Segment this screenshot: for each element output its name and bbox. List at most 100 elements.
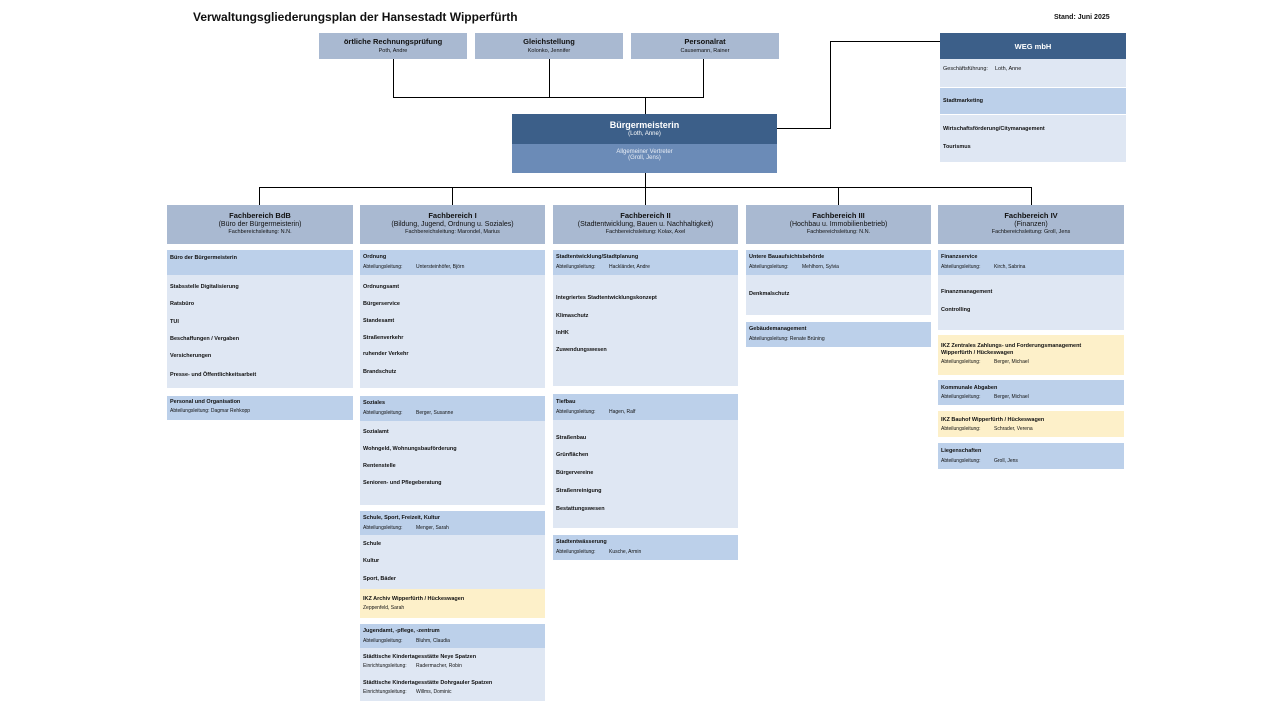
staff-person: Poth, Andre [378,48,408,54]
unit-title: Büro der Bürgermeisterin [170,255,237,261]
fb-bdb-header: Fachbereich BdB (Büro der Bürgermeisteri… [167,205,353,244]
unit-title: Soziales [363,400,386,406]
unit-tiefbau: Tiefbau Abteilungsleitung:Hagen, Ralf [553,394,738,420]
unit-title: Gebäudemanagement [749,326,807,332]
weg-stadtmarketing-label: Stadtmarketing [943,98,984,104]
unit-buero: Büro der Bürgermeisterin [167,250,353,275]
kita-lead: Einrichtungsleitung:Radermacher, Robin [363,663,462,669]
unit-lead: Abteilungsleitung: Dagmar Rehkopp [170,408,251,414]
list-item: Kultur [363,558,380,564]
fb-sub: (Hochbau u. Immobilienbetrieb) [789,221,888,228]
unit-lead: Abteilungsleitung:Berger, Susanne [363,410,454,416]
fb-lead: Fachbereichsleitung: N.N. [806,229,871,235]
unit-title: Jugendamt, -pflege, -zentrum [363,628,440,634]
fb-lead: Fachbereichsleitung: Kolax, Axel [605,229,686,235]
connector [393,59,394,98]
unit-lead: Abteilungsleitung:Hackländer, Andre [556,264,650,270]
list-item: Sozialamt [363,429,389,435]
unit-schule: Schule, Sport, Freizeit, Kultur Abteilun… [360,511,545,535]
list-item: ruhender Verkehr [363,351,409,357]
list-item: Finanzmanagement [941,289,993,295]
unit-lead: Abteilungsleitung:Bluhm, Claudia [363,638,450,644]
unit-abgaben: Kommunale Abgaben Abteilungsleitung:Berg… [938,380,1124,405]
weg-management: Geschäftsführung: Loth, Anne [940,59,1126,87]
deputy-box: Allgemeiner Vertreter (Groll, Jens) [512,144,777,173]
weg-units: Wirtschaftsförderung/Citymanagement Tour… [940,115,1126,162]
unit-soziales: Soziales Abteilungsleitung:Berger, Susan… [360,396,545,421]
unit-ikz-zahlung: IKZ Zentrales Zahlungs- und Forderungsma… [938,335,1124,375]
unit-title: Ordnung [363,254,387,260]
fb-sub: (Bildung, Jugend, Ordnung u. Soziales) [391,221,514,228]
list-item: Integriertes Stadtentwicklungskonzept [556,295,657,301]
connector [838,187,839,205]
unit-title: Stadtentwässerung [556,539,607,545]
staff-name: Personalrat [684,37,726,46]
unit-lead: Abteilungsleitung:Berger, Michael [941,394,1029,400]
unit-title: Liegenschaften [941,448,982,454]
connector [549,59,550,98]
list-item: Senioren- und Pflegeberatung [363,480,442,486]
staff-name: Gleichstellung [523,37,575,46]
unit-lead: Abteilungsleitung:Mehlhorn, Sylvia [749,264,839,270]
list-item: InHK [556,330,569,336]
staff-personalrat: Personalrat Causemann, Rainer [631,33,779,59]
unit-ordnung-items: Ordnungsamt Bürgerservice Standesamt Str… [360,275,545,388]
fb-lead: Fachbereichsleitung: Marondel, Marius [405,229,500,235]
unit-title-2: Wipperfürth / Hückeswagen [941,350,1014,356]
staff-person: Kolonko, Jennifer [527,48,571,54]
deputy-person: (Groll, Jens) [628,155,661,161]
unit-lead: Abteilungsleitung:Hagen, Ralf [556,409,636,415]
fb-lead: Fachbereichsleitung: Groll, Jens [991,229,1071,235]
unit-stadtentwicklung-items: Integriertes Stadtentwicklungskonzept Kl… [553,275,738,386]
unit-title: Tiefbau [556,399,576,405]
unit-title: Kommunale Abgaben [941,385,998,391]
unit-lead: Abteilungsleitung:Groll, Jens [941,458,1018,464]
unit-title: IKZ Archiv Wipperfürth / Hückeswagen [363,596,465,602]
staff-gleichstellung: Gleichstellung Kolonko, Jennifer [475,33,623,59]
list-item: Grünflächen [556,452,589,458]
list-item: Straßenreinigung [556,488,602,494]
list-item: Standesamt [363,318,395,324]
deputy-label: Allgemeiner Vertreter [616,149,673,155]
unit-title: Personal und Organisation [170,399,241,405]
list-item: Schule [363,541,382,547]
fb-4-header: Fachbereich IV (Finanzen) Fachbereichsle… [938,205,1124,244]
unit-stadtentwaesserung: Stadtentwässerung Abteilungsleitung:Kusc… [553,535,738,560]
weg-stadtmarketing: Stadtmarketing [940,88,1126,114]
mayor-person: (Loth, Anne) [628,131,661,137]
unit-lead: Abteilungsleitung:Untersteinhöfer, Björn [363,264,465,270]
unit-finanzservice-items: Finanzmanagement Controlling [938,275,1124,330]
unit-bauaufsicht-items: Denkmalschutz [746,275,931,315]
connector [703,59,704,98]
weg-gf-label: Geschäftsführung: [943,66,988,72]
unit-lead: Abteilungsleitung:Schrader, Verena [941,426,1033,432]
fb-lead: Fachbereichsleitung: N.N. [228,229,292,235]
staff-rechnungspruefung: örtliche Rechnungsprüfung Poth, Andre [319,33,467,59]
unit-person: Zeppenfeld, Sarah [363,605,405,611]
connector [645,173,646,188]
list-item: Straßenverkehr [363,335,404,341]
unit-stadtentwicklung: Stadtentwicklung/Stadtplanung Abteilungs… [553,250,738,275]
connector [1031,187,1032,205]
unit-jugend: Jugendamt, -pflege, -zentrum Abteilungsl… [360,624,545,648]
unit-title: Stadtentwicklung/Stadtplanung [556,254,639,260]
unit-soziales-items: Sozialamt Wohngeld, Wohnungsbauförderung… [360,421,545,505]
connector [777,128,831,129]
fb-sub: (Büro der Bürgermeisterin) [218,221,302,228]
fb-name: Fachbereich BdB [229,211,291,220]
unit-schule-items: Schule Kultur Sport, Bäder [360,535,545,589]
list-item: Zuwendungswesen [556,347,607,353]
list-item: Wohngeld, Wohnungsbauförderung [363,446,457,452]
list-item: Klimaschutz [556,313,589,319]
connector [259,187,260,205]
unit-ikz-bauhof: IKZ Bauhof Wipperfürth / Hückeswagen Abt… [938,411,1124,437]
fb-name: Fachbereich I [428,211,477,220]
list-item: Stabsstelle Digitalisierung [170,284,239,290]
unit-title: IKZ Bauhof Wipperfürth / Hückeswagen [941,417,1045,423]
unit-lead: Abteilungsleitung:Kusche, Armin [556,549,642,555]
list-item: Bürgerservice [363,301,400,307]
list-item: Bestattungswesen [556,506,605,512]
connector [645,187,646,205]
list-item: Controlling [941,307,971,313]
weg-tourismus: Tourismus [943,144,971,150]
